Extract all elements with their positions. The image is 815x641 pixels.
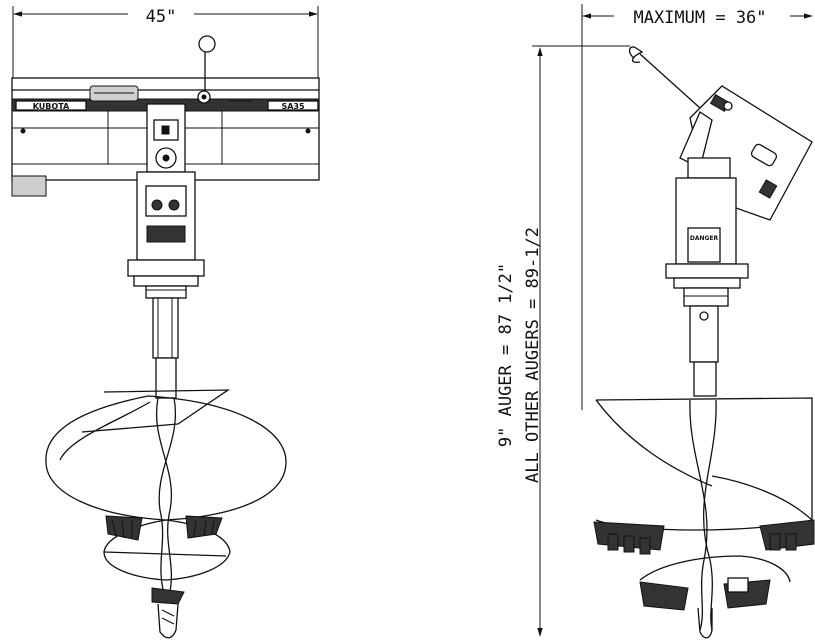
auger-teeth: [105, 515, 223, 541]
auger-lower-flight: [103, 519, 231, 581]
front-view: KUBOTA SA35: [11, 35, 320, 639]
height-dimension: 9" AUGER = 87 1/2" ALL OTHER AUGERS = 89…: [496, 45, 630, 637]
pivot-bracket: [146, 103, 186, 173]
lock-pin: [197, 35, 216, 104]
width-label: 45": [146, 7, 177, 27]
motor-housing: [127, 171, 205, 299]
width-dimension: 45": [12, 6, 319, 80]
side-auger-shaft: [689, 305, 719, 397]
side-pilot-bit: [697, 607, 713, 639]
height-label-9in: 9" AUGER = 87 1/2": [496, 263, 516, 447]
side-lock-pin: [628, 46, 701, 109]
maximum-label: MAXIMUM = 36": [633, 8, 766, 28]
side-motor-housing: DANGER: [665, 177, 749, 307]
side-auger-teeth: [593, 519, 815, 611]
center-shaft: [156, 397, 176, 601]
height-label-other: ALL OTHER AUGERS = 89-1/2: [523, 227, 543, 483]
side-view: DANGER: [593, 46, 815, 639]
side-pivot-arm: [679, 111, 731, 179]
brand-left-label: KUBOTA: [33, 102, 70, 111]
maximum-dimension: MAXIMUM = 36": [581, 4, 813, 410]
model-right-label: SA35: [281, 102, 305, 111]
warning-decal-label: DANGER: [690, 235, 719, 242]
side-auger-flights: [595, 397, 813, 631]
auger-upper-flight: [45, 389, 287, 521]
pilot-bit: [151, 587, 185, 639]
auger-shaft: [152, 297, 179, 399]
